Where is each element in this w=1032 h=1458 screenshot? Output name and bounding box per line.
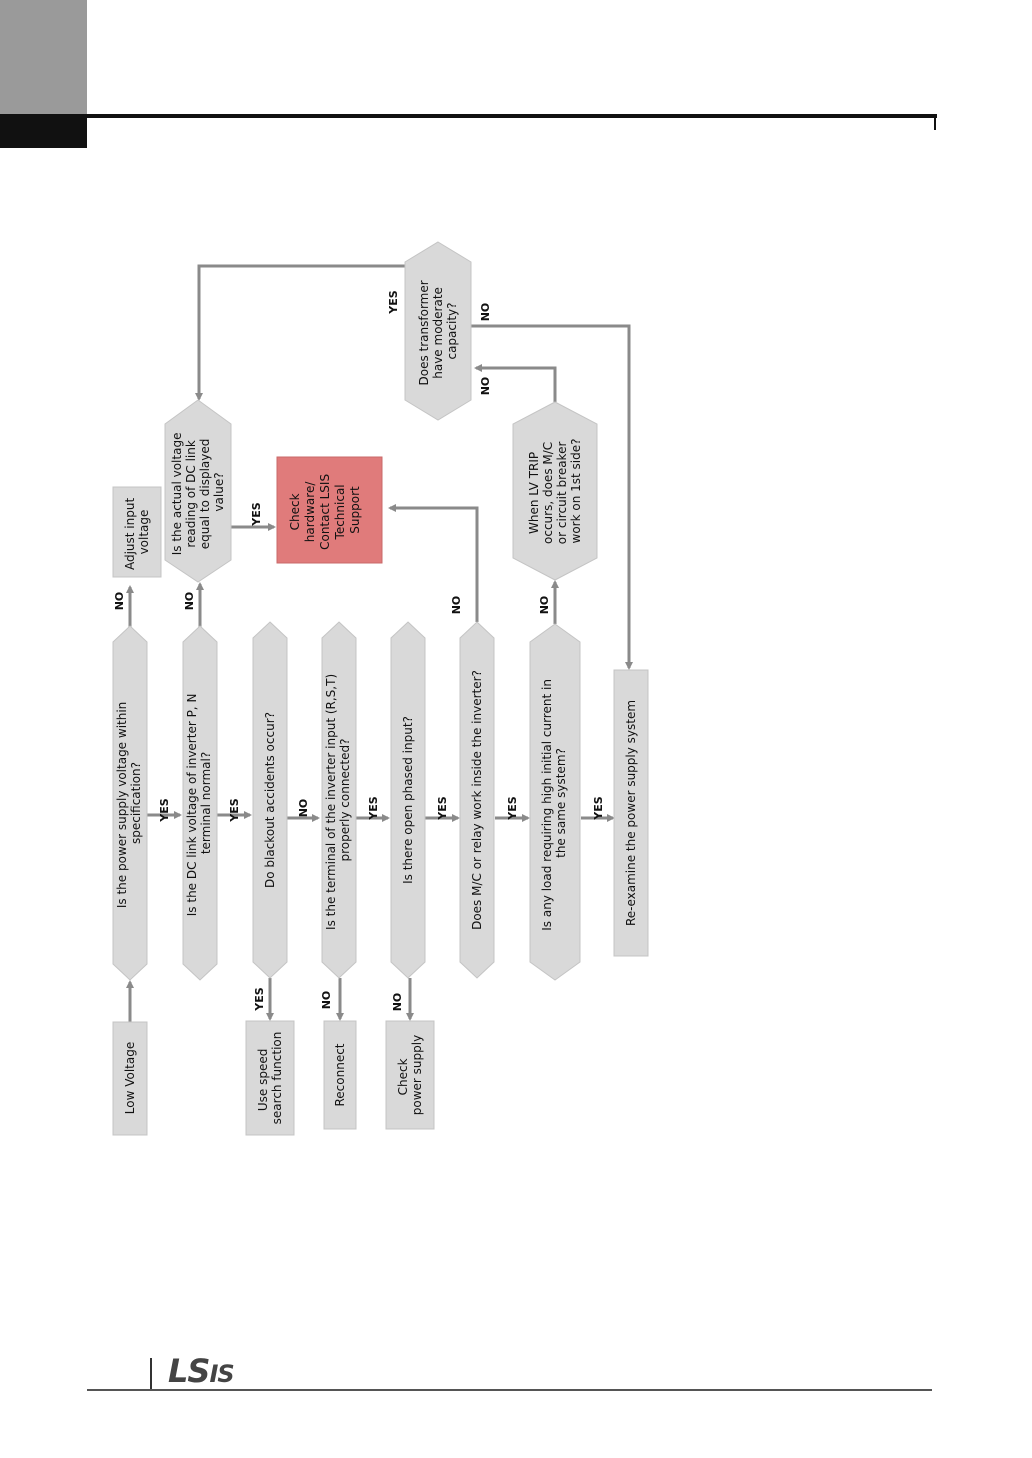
start-box: Low Voltage (112, 1021, 148, 1136)
svg-text:Does M/C or relay work inside: Does M/C or relay work inside the invert… (470, 670, 484, 930)
decision-mc-relay: Does M/C or relay work inside the invert… (459, 621, 495, 979)
no-label: NO (450, 596, 463, 615)
no-label: NO (297, 799, 310, 818)
no-label: NO (479, 303, 492, 322)
svg-text:Check power supply: Check power supply (396, 1035, 424, 1115)
yes-label: YES (387, 290, 400, 314)
lsis-logo: LSIS (168, 1352, 235, 1390)
no-label: NO (183, 592, 196, 611)
svg-text:Is the terminal of the invert: Is the terminal of the inverter input (R… (324, 670, 352, 930)
svg-text:Does transformer have mo: Does transformer have moderate capacity? (417, 276, 459, 385)
decision-input-terminal: Is the terminal of the inverter input (R… (321, 621, 357, 979)
connector-labels: YES YES NO YES YES YES YES NO NO YES NO … (113, 290, 605, 1011)
yes-label: YES (592, 796, 605, 820)
svg-text:Do blackout accidents occur?: Do blackout accidents occur? (263, 712, 277, 888)
decision-power-supply-spec: Is the power supply voltage within speci… (112, 625, 148, 981)
footer-divider (150, 1358, 152, 1389)
decision-transformer-capacity: Does transformer have moderate capacity? (404, 241, 472, 421)
decision-open-phase: Is there open phased input? (390, 621, 426, 979)
footer-rule (87, 1389, 932, 1391)
header-rule (87, 114, 937, 118)
start-label: Low Voltage (123, 1042, 137, 1114)
check-power-box: Check power supply (385, 1020, 435, 1130)
svg-text:Check hardware/ Co: Check hardware/ Contact LSIS Technical S… (288, 470, 362, 550)
no-label: NO (320, 991, 333, 1010)
svg-text:Is the DC link voltage of inve: Is the DC link voltage of inverter P, N … (185, 690, 213, 916)
decision-lv-trip: When LV TRIP occurs, does M/C or circuit… (512, 401, 598, 581)
chapter-tab-marker (0, 114, 87, 148)
no-label: NO (538, 596, 551, 615)
final-box: Re-examine the power supply system (613, 669, 649, 957)
adjust-voltage-box: Adjust input voltage (112, 486, 162, 578)
yes-label: YES (228, 798, 241, 822)
decision-high-initial-current: Is any load requiring high initial curre… (529, 623, 581, 981)
chapter-tab (0, 0, 87, 114)
svg-text:Re-examine the power supply sy: Re-examine the power supply system (624, 700, 638, 926)
svg-text:Use speed search functio: Use speed search function (256, 1032, 284, 1125)
connectors (126, 264, 633, 1022)
svg-text:Is any load requiring high in: Is any load requiring high initial curre… (540, 675, 568, 931)
header-tick (934, 118, 936, 130)
svg-text:Is the actual voltage re: Is the actual voltage reading of DC link… (170, 429, 226, 556)
reconnect-box: Reconnect (323, 1020, 357, 1130)
yes-label: YES (436, 796, 449, 820)
svg-text:Reconnect: Reconnect (333, 1043, 347, 1106)
decision-blackout: Do blackout accidents occur? (252, 621, 288, 979)
yes-label: YES (250, 502, 263, 526)
contact-support-box: Check hardware/ Contact LSIS Technical S… (276, 456, 383, 564)
speed-search-box: Use speed search function (245, 1020, 295, 1136)
svg-text:Is the power supply voltage wi: Is the power supply voltage within speci… (115, 698, 143, 908)
no-label: NO (479, 377, 492, 396)
svg-text:Is there open phased input?: Is there open phased input? (401, 716, 415, 884)
svg-text:Adjust input voltage: Adjust input voltage (123, 494, 151, 570)
decision-dc-link-reading: Is the actual voltage reading of DC link… (164, 399, 232, 583)
decision-dc-link-voltage: Is the DC link voltage of inverter P, N … (182, 625, 218, 981)
yes-label: YES (506, 796, 519, 820)
yes-label: YES (158, 798, 171, 822)
yes-label: YES (367, 796, 380, 820)
yes-label: YES (253, 987, 266, 1011)
svg-text:When LV TRIP occurs, doe: When LV TRIP occurs, does M/C or circuit… (527, 438, 583, 544)
no-label: NO (113, 592, 126, 611)
no-label: NO (391, 993, 404, 1012)
